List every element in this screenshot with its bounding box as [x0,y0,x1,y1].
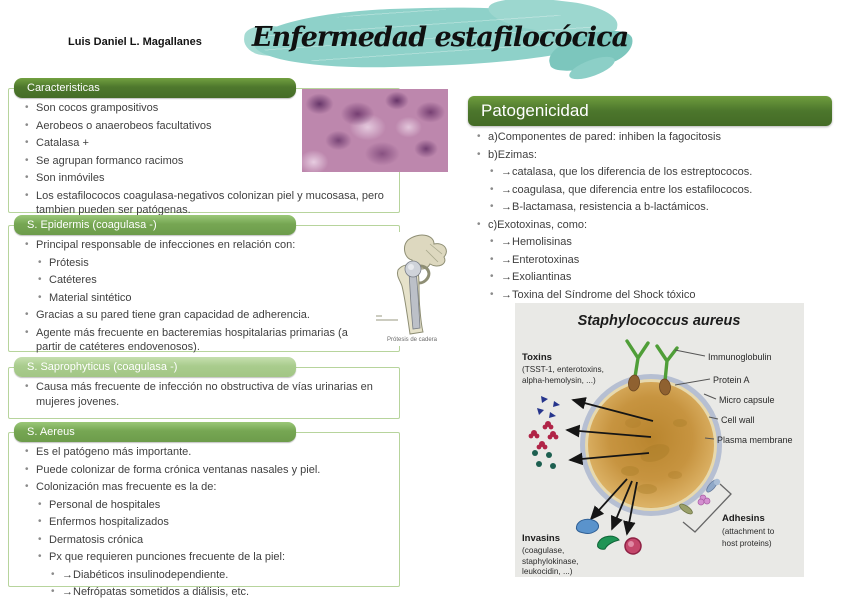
list-item: c)Exotoxinas, como: [477,218,842,233]
list-item: b)Ezimas: [477,148,842,163]
label-adhesins-sub2: host proteins) [722,539,772,548]
bacterium-cell [580,374,722,516]
caracteristicas-list: Son cocos grampositivos Aerobeos o anaer… [9,89,399,218]
label-plasma-membrane: Plasma membrane [717,435,793,445]
right-label-lines [674,349,719,440]
list-item: →Diabéticos insulinodependiente. [51,568,391,583]
diagram-title: Staphylococcus aureus [578,313,741,329]
label-toxins-sub1: (TSST-1, enterotoxins, [522,365,604,374]
label-protein-a: Protein A [713,375,750,385]
label-adhesins-sub1: (attachment to [722,527,775,536]
list-item: →coagulasa, que diferencia entre los est… [490,183,842,198]
adhesin-shapes [679,478,721,515]
section-header-epidermis: S. Epidermis (coagulasa -) [14,215,296,235]
list-item: Gracias a su pared tiene gran capacidad … [25,308,391,323]
label-cell-wall: Cell wall [721,415,755,425]
list-item: →B-lactamasa, resistencia a b-lactámicos… [490,200,842,215]
label-invasins-sub3: leukocidin, ...) [522,567,573,576]
list-item: Principal responsable de infecciones en … [25,238,391,253]
invasin-shapes [575,518,642,555]
staphylococcus-diagram-svg: Staphylococcus aureus [522,313,793,576]
hip-prosthesis-illustration [376,234,447,335]
staphylococcus-diagram: Staphylococcus aureus [515,303,804,577]
list-item: Son cocos grampositivos [25,101,391,116]
list-item: Aerobeos o anaerobeos facultativos [25,119,391,134]
immunoglobulin-shapes [625,339,679,383]
hip-prosthesis-image: Prótesis de cadera [368,232,456,346]
section-header-saprophyticus: S. Saprophyticus (coagulasa -) [14,357,296,377]
saprophyticus-list: Causa más frecuente de infección no obst… [9,368,399,409]
patogenicidad-list: a)Componentes de pared: inhiben la fagoc… [462,130,842,302]
label-micro-capsule: Micro capsule [719,395,775,405]
image-caption: Prótesis de cadera [386,337,438,343]
list-item: Colonización mas frecuente es la de: [25,480,391,495]
epidermis-list: Principal responsable de infecciones en … [9,226,399,355]
list-item: Causa más frecuente de infección no obst… [25,380,386,409]
label-toxins-sub2: alpha-hemolysin, ...) [522,376,596,385]
list-item: →Toxina del Síndrome del Shock tóxico [490,288,842,303]
section-header-caracteristicas: Caracteristicas [14,78,296,98]
toxin-particles [528,396,560,469]
protein-a-shapes [628,374,671,396]
section-epidermis: Principal responsable de infecciones en … [8,225,400,355]
list-item: Catéteres [38,273,391,288]
list-item: Son inmóviles [25,171,391,186]
page-title: Enfermedad estafilocócica [251,22,629,53]
list-item: →catalasa, que los diferencia de los est… [490,165,842,180]
list-item: Puede colonizar de forma crónica ventana… [25,463,391,478]
list-item: Prótesis [38,256,391,271]
author-name: Luis Daniel L. Magallanes [68,36,202,48]
list-item: →Nefrópatas sometidos a diálisis, etc. [51,585,391,599]
histology-image [302,89,448,172]
label-invasins-sub1: (coagulase, [522,546,564,555]
list-item: Los estafilococos coagulasa-negativos co… [25,189,396,218]
label-invasins-sub2: staphylokinase, [522,557,578,566]
list-item: →Hemolisinas [490,235,842,250]
adhesins-bracket [682,483,732,533]
list-item: Enfermos hospitalizados [38,515,391,530]
section-header-patogenicidad: Patogenicidad [468,96,832,126]
section-aereus: Es el patógeno más importante. Puede col… [8,432,400,598]
list-item: →Enterotoxinas [490,253,842,268]
list-item: a)Componentes de pared: inhiben la fagoc… [477,130,842,145]
section-patogenicidad: a)Componentes de pared: inhiben la fagoc… [462,130,842,305]
list-item: Dermatosis crónica [38,533,391,548]
toxin-arrows [565,397,654,466]
list-item: Agente más frecuente en bacteremias hosp… [25,326,366,355]
list-item: Es el patógeno más importante. [25,445,391,460]
label-immunoglobulin: Immunoglobulin [708,352,772,362]
aereus-list: Es el patógeno más importante. Puede col… [9,433,399,599]
list-item: Se agrupan formanco racimos [25,154,391,169]
label-invasins: Invasins [522,533,560,544]
list-item: →Exoliantinas [490,270,842,285]
invasin-arrows [589,478,638,536]
section-header-aereus: S. Aereus [14,422,296,442]
list-item: Material sintético [38,291,391,306]
list-item: Personal de hospitales [38,498,391,513]
label-toxins: Toxins [522,352,552,363]
list-item: Catalasa + [25,136,391,151]
label-adhesins: Adhesins [722,513,765,524]
list-item: Px que requieren punciones frecuente de … [38,550,391,565]
